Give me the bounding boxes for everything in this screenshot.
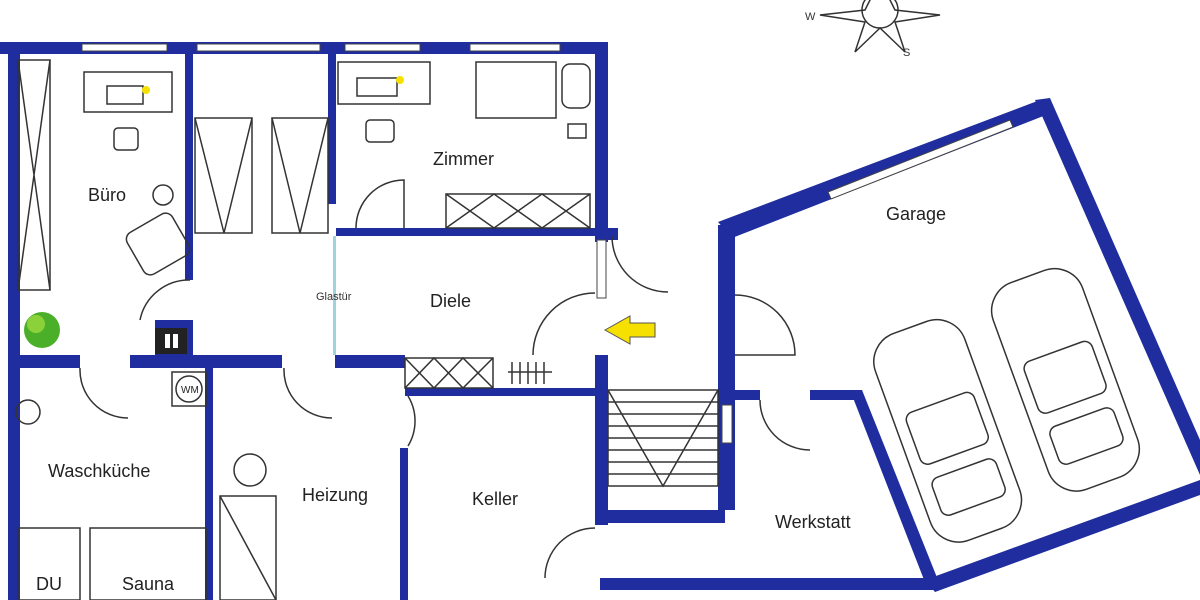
- room-label-keller: Keller: [472, 489, 518, 509]
- fireplace-icon: [155, 328, 187, 354]
- svg-text:WM: WM: [181, 385, 199, 396]
- compass-south: S: [903, 47, 910, 59]
- entry-arrow-icon: [603, 315, 656, 345]
- room-label-waschkueche: Waschküche: [48, 461, 150, 481]
- lamp-icon: [396, 76, 404, 84]
- compass-rose-icon: W S: [805, 0, 941, 59]
- glass-door-label: Glastür: [316, 291, 352, 303]
- plant-icon: [24, 312, 60, 348]
- room-label-garage: Garage: [886, 204, 946, 224]
- walls: [0, 42, 1200, 600]
- room-label-sauna: Sauna: [122, 574, 175, 594]
- room-label-zimmer: Zimmer: [433, 149, 494, 169]
- room-label-heizung: Heizung: [302, 485, 368, 505]
- lamp-icon: [142, 86, 150, 94]
- car-icon: [873, 318, 1023, 543]
- car-icon: [990, 267, 1141, 492]
- room-label-werkstatt: Werkstatt: [775, 512, 851, 532]
- room-label-diele: Diele: [430, 291, 471, 311]
- room-label-du: DU: [36, 574, 62, 594]
- glass-door: [333, 236, 336, 355]
- compass-west: W: [805, 11, 816, 23]
- room-label-buero: Büro: [88, 185, 126, 205]
- washing-machine-icon: WM: [171, 371, 207, 407]
- furniture: [15, 59, 811, 600]
